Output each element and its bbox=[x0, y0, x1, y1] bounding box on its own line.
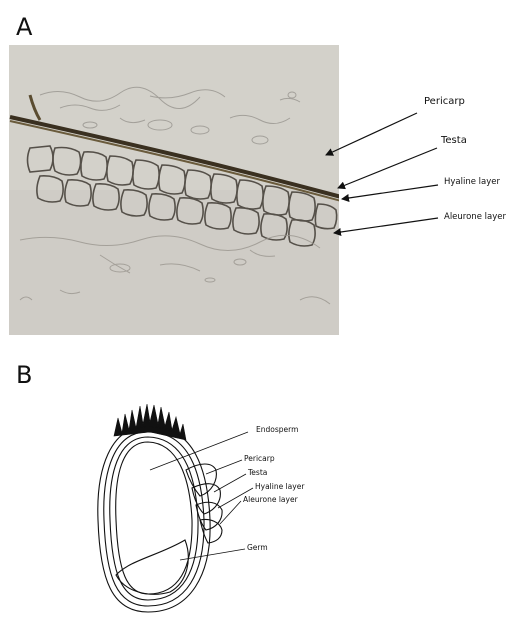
grain-schematic bbox=[98, 404, 222, 612]
label-b-germ: Germ bbox=[247, 543, 268, 552]
label-b-hyaline: Hyaline layer bbox=[255, 482, 305, 491]
leader-pericarp bbox=[206, 460, 242, 474]
label-a-aleurone: Aleurone layer bbox=[444, 212, 506, 222]
label-a-hyaline: Hyaline layer bbox=[444, 177, 501, 187]
label-b-aleurone: Aleurone layer bbox=[243, 495, 299, 504]
micrograph bbox=[9, 45, 345, 335]
label-b-testa: Testa bbox=[247, 468, 267, 477]
label-b-endosperm: Endosperm bbox=[256, 425, 298, 434]
label-a-testa: Testa bbox=[440, 135, 467, 146]
label-b-pericarp: Pericarp bbox=[244, 454, 275, 463]
leader-aleurone bbox=[220, 501, 241, 524]
arrow-pericarp bbox=[326, 113, 417, 155]
arrow-hyaline bbox=[342, 185, 438, 199]
arrow-aleurone bbox=[334, 218, 438, 233]
arrow-testa bbox=[338, 148, 437, 188]
leader-testa bbox=[214, 474, 246, 492]
label-a-pericarp: Pericarp bbox=[424, 96, 465, 107]
brush-hairs bbox=[114, 404, 186, 440]
